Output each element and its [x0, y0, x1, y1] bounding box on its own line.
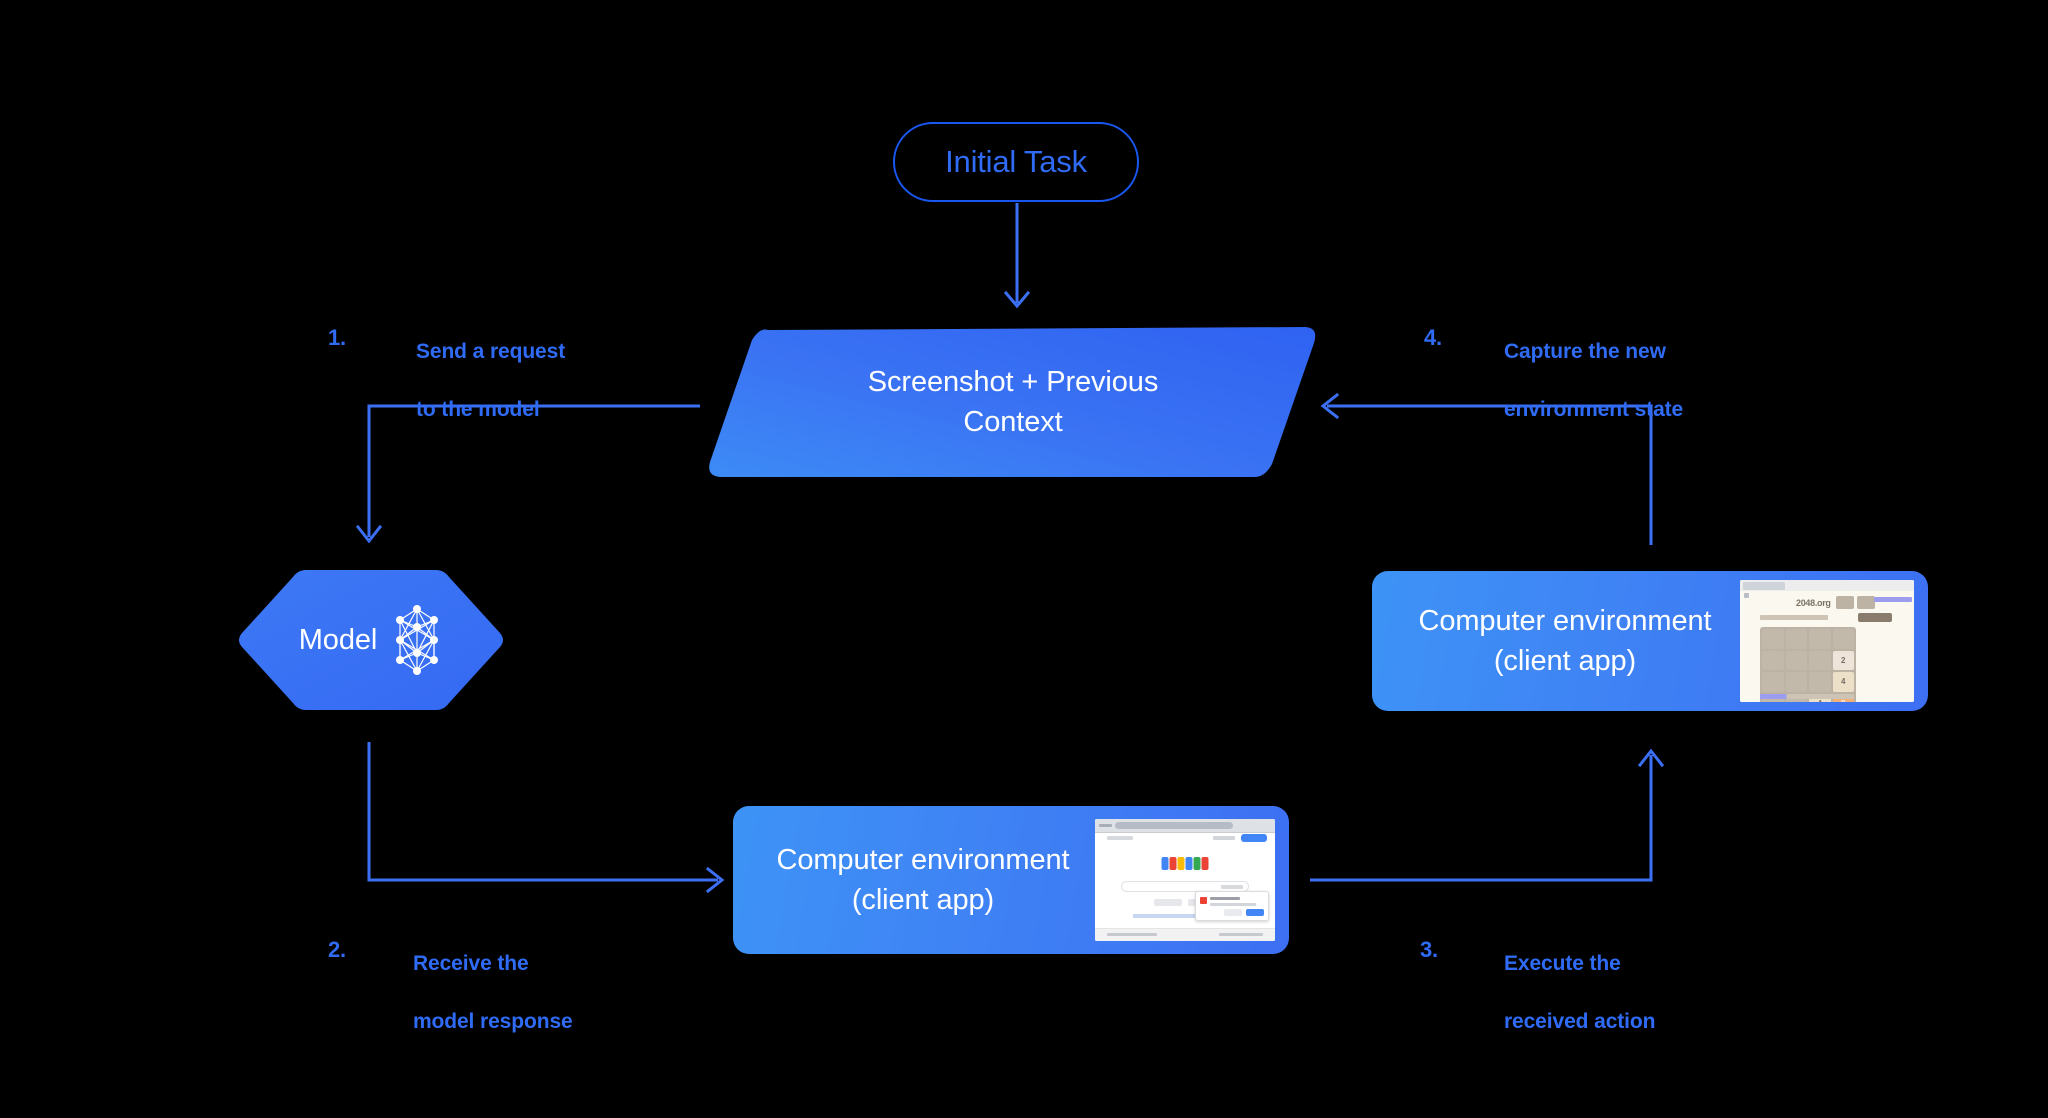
- game-2048-title: 2048.org: [1796, 598, 1831, 608]
- context-node-text: Screenshot + Previous Context: [703, 327, 1323, 477]
- tile: [1785, 672, 1807, 692]
- game-2048-grid: 2 4 4 8: [1760, 627, 1856, 702]
- page-breadcrumb: [1107, 836, 1133, 840]
- footer-links-left: [1107, 933, 1157, 936]
- step-2-line1: Receive the: [412, 952, 529, 975]
- arrow-env-bottom-to-env-right: [1310, 748, 1665, 882]
- page-footer: [1095, 928, 1275, 941]
- step-2-number: 2.: [328, 937, 346, 962]
- game-subtitle: [1760, 615, 1828, 620]
- context-node-line1: Screenshot + Previous: [867, 366, 1159, 398]
- tile: [1832, 629, 1854, 649]
- step-2: 2. Receive the model response: [328, 920, 573, 1036]
- browser-url-bar: [1115, 822, 1233, 829]
- logo-letter-e: [1201, 857, 1209, 870]
- tile: [1809, 629, 1831, 649]
- arrow-context-to-model: [355, 404, 700, 544]
- tile: [1762, 650, 1784, 670]
- step-4-text: Capture the new environment state: [1504, 308, 1683, 424]
- step-4-line2: environment state: [1503, 398, 1684, 421]
- google-search-input: [1121, 881, 1249, 892]
- logo-letter-g2: [1185, 857, 1193, 870]
- browser-dialog: [1195, 891, 1269, 921]
- language-options-line: [1133, 914, 1237, 918]
- dialog-confirm-button: [1246, 909, 1264, 916]
- logo-letter-o2: [1177, 857, 1185, 870]
- arrow-model-to-env-bottom: [367, 742, 725, 894]
- thumbnail-2048-browser: 2048.org 2: [1740, 580, 1914, 702]
- step-2-line2: model response: [412, 1010, 573, 1033]
- logo-letter-l: [1193, 857, 1201, 870]
- browser-tab: [1743, 581, 1785, 590]
- step-2-text: Receive the model response: [413, 920, 573, 1036]
- env-bottom-node[interactable]: Computer environment (client app): [733, 806, 1289, 954]
- browser-chrome-bar: [1095, 819, 1275, 833]
- browser-chrome-bar: [1740, 580, 1914, 591]
- step-4-number: 4.: [1424, 325, 1442, 350]
- game-footer: [1760, 694, 1854, 699]
- google-search-screenshot: [1095, 819, 1275, 941]
- best-score-box: [1857, 596, 1875, 609]
- tile: [1809, 650, 1831, 670]
- initial-task-label: Initial Task: [945, 144, 1087, 179]
- google-header-links: [1213, 836, 1235, 840]
- dialog-cancel-button: [1224, 909, 1242, 916]
- game-2048-screenshot: 2048.org 2: [1740, 580, 1914, 702]
- tile: 2: [1832, 650, 1854, 670]
- logo-letter-o1: [1169, 857, 1177, 870]
- step-3: 3. Execute the received action: [1420, 920, 1655, 1036]
- model-node-label: Model: [298, 623, 378, 656]
- env-right-label: Computer environment (client app): [1372, 601, 1740, 681]
- step-3-number: 3.: [1420, 937, 1438, 962]
- game-2048-scores: [1836, 596, 1875, 609]
- tile: [1785, 650, 1807, 670]
- google-search-button: [1154, 899, 1182, 906]
- dialog-icon: [1200, 897, 1207, 904]
- env-right-node[interactable]: Computer environment (client app) 2048.o…: [1372, 571, 1928, 711]
- tile: [1762, 672, 1784, 692]
- neural-network-icon: [396, 605, 439, 675]
- env-right-line1: Computer environment: [1418, 605, 1712, 637]
- step-1-line2: to the model: [415, 398, 540, 421]
- step-1: 1. Send a request to the model: [328, 308, 565, 424]
- page-favicon: [1744, 593, 1749, 598]
- step-3-line2: received action: [1503, 1010, 1656, 1033]
- context-node[interactable]: Screenshot + Previous Context: [703, 327, 1323, 477]
- step-1-number: 1.: [328, 325, 346, 350]
- model-node[interactable]: Model: [236, 570, 506, 710]
- step-1-text: Send a request to the model: [416, 308, 565, 424]
- tile: [1809, 672, 1831, 692]
- score-box: [1836, 596, 1854, 609]
- new-game-button: [1858, 613, 1892, 622]
- context-node-line2: Context: [963, 406, 1063, 438]
- footer-links-right: [1219, 933, 1263, 936]
- env-bottom-line2: (client app): [851, 884, 995, 916]
- thumbnail-google-browser: [1095, 819, 1275, 941]
- step-1-line1: Send a request: [415, 340, 566, 363]
- initial-task-node[interactable]: Initial Task: [893, 122, 1139, 202]
- sign-in-button: [1241, 834, 1267, 842]
- google-logo: [1161, 857, 1209, 870]
- tile: [1785, 629, 1807, 649]
- browser-nav-buttons: [1099, 824, 1112, 827]
- step-4: 4. Capture the new environment state: [1424, 308, 1683, 424]
- header-links: [1874, 597, 1912, 602]
- logo-letter-g: [1161, 857, 1169, 870]
- step-3-line1: Execute the: [1503, 952, 1621, 975]
- step-4-line1: Capture the new: [1503, 340, 1666, 363]
- env-bottom-label: Computer environment (client app): [733, 840, 1095, 920]
- env-right-line2: (client app): [1493, 645, 1637, 677]
- step-3-text: Execute the received action: [1503, 920, 1656, 1036]
- tile: [1762, 629, 1784, 649]
- dialog-title-line: [1210, 897, 1240, 900]
- env-bottom-line1: Computer environment: [776, 844, 1070, 876]
- arrow-initial-to-context: [1003, 203, 1031, 309]
- dialog-body-line: [1210, 903, 1256, 906]
- tile: 4: [1832, 672, 1854, 692]
- model-node-inner: Model: [236, 570, 506, 710]
